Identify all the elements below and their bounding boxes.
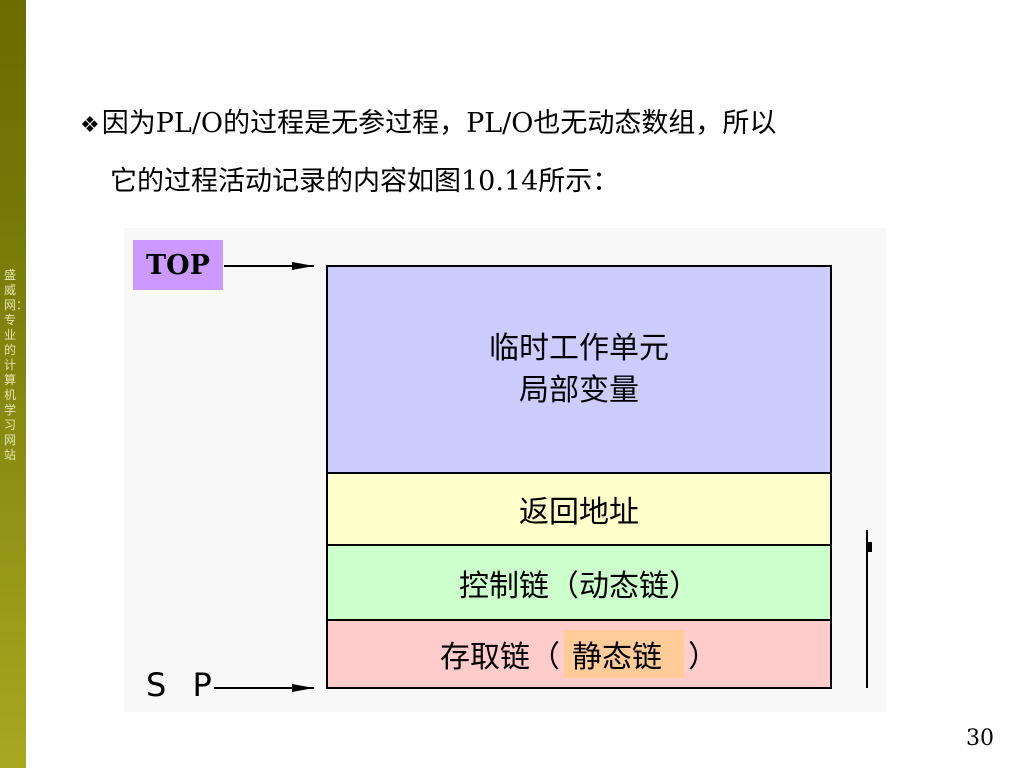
slide-heading: ❖因为PL/O的过程是无参过程，PL/O也无动态数组，所以 它的过程活动记录的内… — [80, 96, 980, 210]
heading-text-1: 因为PL/O的过程是无参过程，PL/O也无动态数组，所以 — [101, 108, 777, 139]
temp-and-locals-cell: 临时工作单元 局部变量 — [328, 267, 830, 474]
local-variables-label: 局部变量 — [519, 372, 639, 408]
temp-work-unit-label: 临时工作单元 — [489, 330, 669, 366]
stack-growth-arrow — [866, 530, 872, 688]
heading-line-2: 它的过程活动记录的内容如图10.14所示： — [110, 166, 620, 197]
control-chain-label: 控制链（动态链） — [459, 568, 699, 604]
slide-sidebar: 盛威网：专业的计算机学习网站 — [0, 0, 29, 768]
top-pointer-arrow — [224, 262, 314, 270]
return-address-cell: 返回地址 — [328, 474, 830, 546]
top-pointer-label: TOP — [133, 240, 223, 290]
control-chain-cell: 控制链（动态链） — [328, 546, 830, 621]
sp-pointer-label: S P — [146, 666, 220, 704]
access-chain-suffix: ） — [688, 640, 718, 675]
heading-line-1: ❖因为PL/O的过程是无参过程，PL/O也无动态数组，所以 — [80, 96, 980, 154]
diamond-bullet-icon: ❖ — [80, 113, 100, 138]
sidebar-site-text: 盛威网：专业的计算机学习网站 — [4, 268, 29, 462]
static-chain-highlight: 静态链 — [564, 630, 684, 678]
activation-record-stack: 临时工作单元 局部变量 返回地址 控制链（动态链） 存取链（ 静态链 ） — [326, 265, 832, 689]
sp-pointer-arrow — [214, 684, 314, 692]
return-address-label: 返回地址 — [519, 495, 639, 530]
access-chain-prefix: 存取链（ — [440, 640, 560, 675]
access-chain-cell: 存取链（ 静态链 ） — [328, 621, 830, 687]
page-number: 30 — [966, 726, 994, 751]
